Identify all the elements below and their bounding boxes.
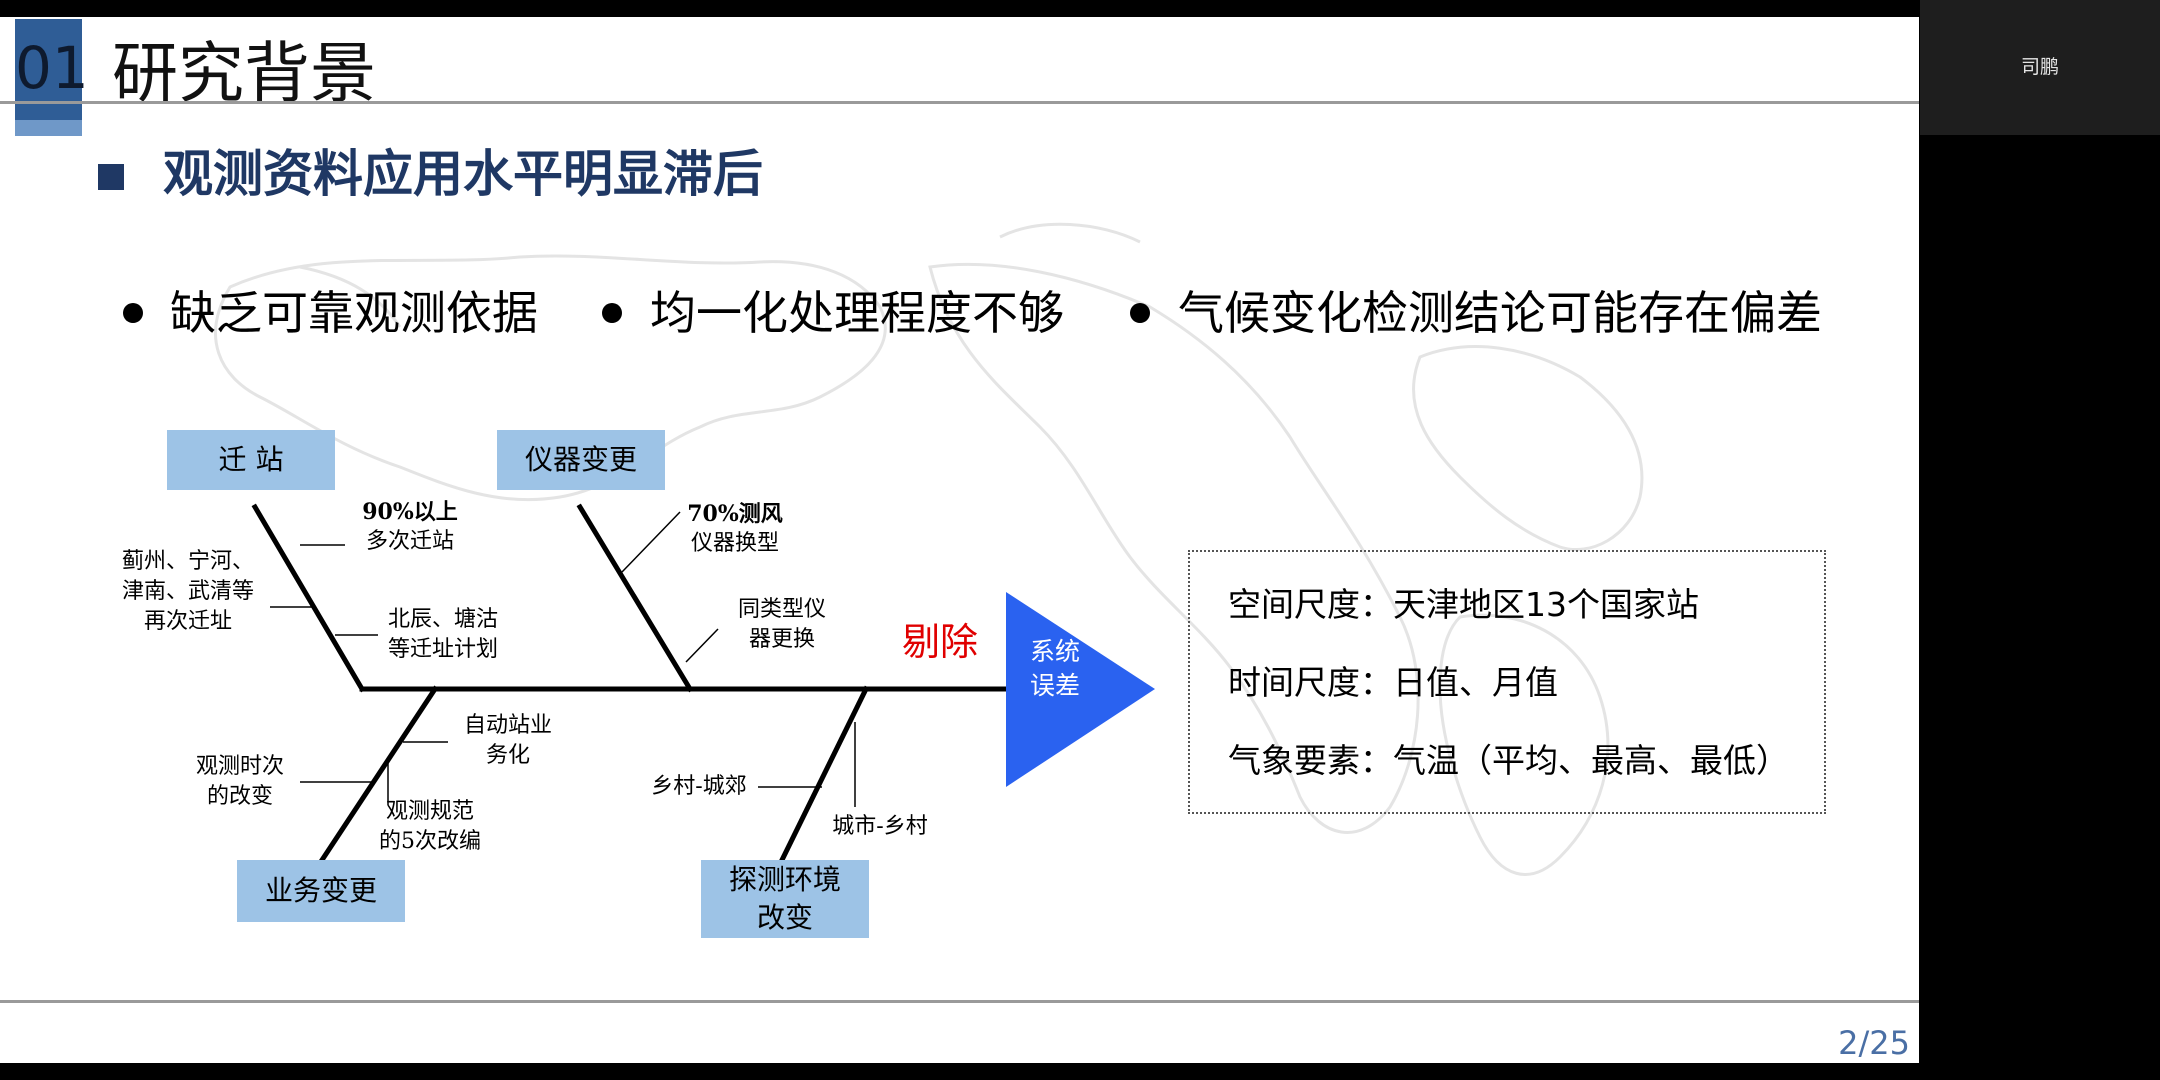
cause-operation-change: 业务变更 bbox=[237, 860, 405, 922]
slide: 01 研究背景 观测资料应用水平明显滞后 缺乏可靠观测依据 均一化处理程度不够 … bbox=[0, 17, 1919, 1063]
effect-label: 系统 误差 bbox=[1010, 635, 1100, 703]
participant-name: 司鹏 bbox=[2020, 56, 2059, 78]
info-temporal-scale: 时间尺度：日值、月值 bbox=[1228, 663, 1558, 702]
info-meteorological-elements: 气象要素：气温（平均、最高、最低） bbox=[1228, 741, 1789, 780]
label-cities-line2: 津南、武清等 bbox=[121, 579, 254, 604]
label-city-rural: 城市-乡村 bbox=[832, 814, 928, 839]
info-spatial-scale: 空间尺度：天津地区13个国家站 bbox=[1228, 585, 1699, 624]
label-spec-line1: 观测规范 bbox=[385, 799, 474, 824]
label-spec-line2: 的5次改编 bbox=[379, 829, 481, 854]
label-obs-time-line2: 的改变 bbox=[206, 784, 273, 809]
bullet-dot-icon bbox=[602, 303, 622, 323]
square-bullet-icon bbox=[98, 164, 124, 190]
cause-station-move: 迁 站 bbox=[167, 430, 335, 490]
title-divider bbox=[0, 101, 1919, 104]
label-same-type-line2: 器更换 bbox=[748, 627, 815, 652]
cause-instrument-change: 仪器变更 bbox=[497, 430, 665, 490]
label-wind70-line1: 70%测风 bbox=[687, 501, 783, 527]
bone-environment-change bbox=[778, 685, 870, 864]
cause-environment-change-line2: 改变 bbox=[756, 901, 813, 934]
bone-instrument-change bbox=[576, 503, 694, 693]
remove-label: 剔除 bbox=[902, 620, 979, 664]
bone-station-move bbox=[251, 503, 366, 693]
label-rural-suburb: 乡村-城郊 bbox=[651, 774, 747, 799]
cause-environment-change: 探测环境 改变 bbox=[701, 860, 869, 938]
effect-label-line1: 系统 bbox=[1029, 637, 1080, 666]
label-cities-line1: 蓟州、宁河、 bbox=[121, 549, 254, 574]
bullet-3: 气候变化检测结论可能存在偏差 bbox=[1178, 286, 1822, 340]
section-number-box-accent bbox=[15, 120, 82, 136]
label-over90-line1: 90%以上 bbox=[362, 499, 458, 525]
label-cities-line3: 再次迁址 bbox=[143, 609, 232, 634]
label-same-type: 同类型仪 器更换 bbox=[722, 595, 842, 655]
branch-wind70 bbox=[621, 511, 681, 573]
bullet-2: 均一化处理程度不够 bbox=[650, 286, 1064, 340]
page-indicator: 2/25 bbox=[1838, 1024, 1910, 1062]
label-wind70-line2: 仪器换型 bbox=[690, 531, 779, 556]
label-over90: 90%以上 多次迁站 bbox=[345, 497, 475, 557]
bullet-dot-icon bbox=[123, 303, 143, 323]
label-wind70: 70%测风 仪器换型 bbox=[675, 499, 795, 559]
participant-video-tile[interactable]: 司鹏 bbox=[1920, 0, 2160, 135]
label-beichen-line1: 北辰、塘沽 bbox=[387, 607, 498, 632]
label-spec: 观测规范 的5次改编 bbox=[370, 797, 490, 857]
bullet-dot-icon bbox=[1130, 303, 1150, 323]
label-beichen-line2: 等迁址计划 bbox=[387, 637, 498, 662]
label-same-type-line1: 同类型仪 bbox=[737, 597, 826, 622]
label-beichen: 北辰、塘沽 等迁址计划 bbox=[378, 605, 508, 665]
section-number: 01 bbox=[15, 34, 89, 102]
label-obs-time: 观测时次 的改变 bbox=[180, 752, 300, 812]
bone-operation-change bbox=[318, 685, 439, 864]
cause-environment-change-line1: 探测环境 bbox=[728, 863, 841, 896]
bullet-1: 缺乏可靠观测依据 bbox=[170, 286, 538, 340]
slide-subtitle: 观测资料应用水平明显滞后 bbox=[163, 145, 763, 203]
effect-arrowhead bbox=[1006, 592, 1155, 787]
label-auto: 自动站业 务化 bbox=[448, 711, 568, 771]
section-title: 研究背景 bbox=[112, 35, 376, 112]
footer-divider bbox=[0, 1000, 1919, 1003]
scope-info-box bbox=[1188, 550, 1826, 814]
label-auto-line1: 自动站业 bbox=[463, 713, 552, 738]
label-over90-line2: 多次迁站 bbox=[365, 529, 454, 554]
branch-same-type bbox=[685, 628, 719, 663]
effect-label-line2: 误差 bbox=[1029, 671, 1080, 700]
label-cities: 蓟州、宁河、 津南、武清等 再次迁址 bbox=[108, 547, 268, 637]
label-obs-time-line1: 观测时次 bbox=[195, 754, 284, 779]
label-auto-line2: 务化 bbox=[485, 743, 530, 768]
fishbone-diagram bbox=[251, 503, 1155, 864]
